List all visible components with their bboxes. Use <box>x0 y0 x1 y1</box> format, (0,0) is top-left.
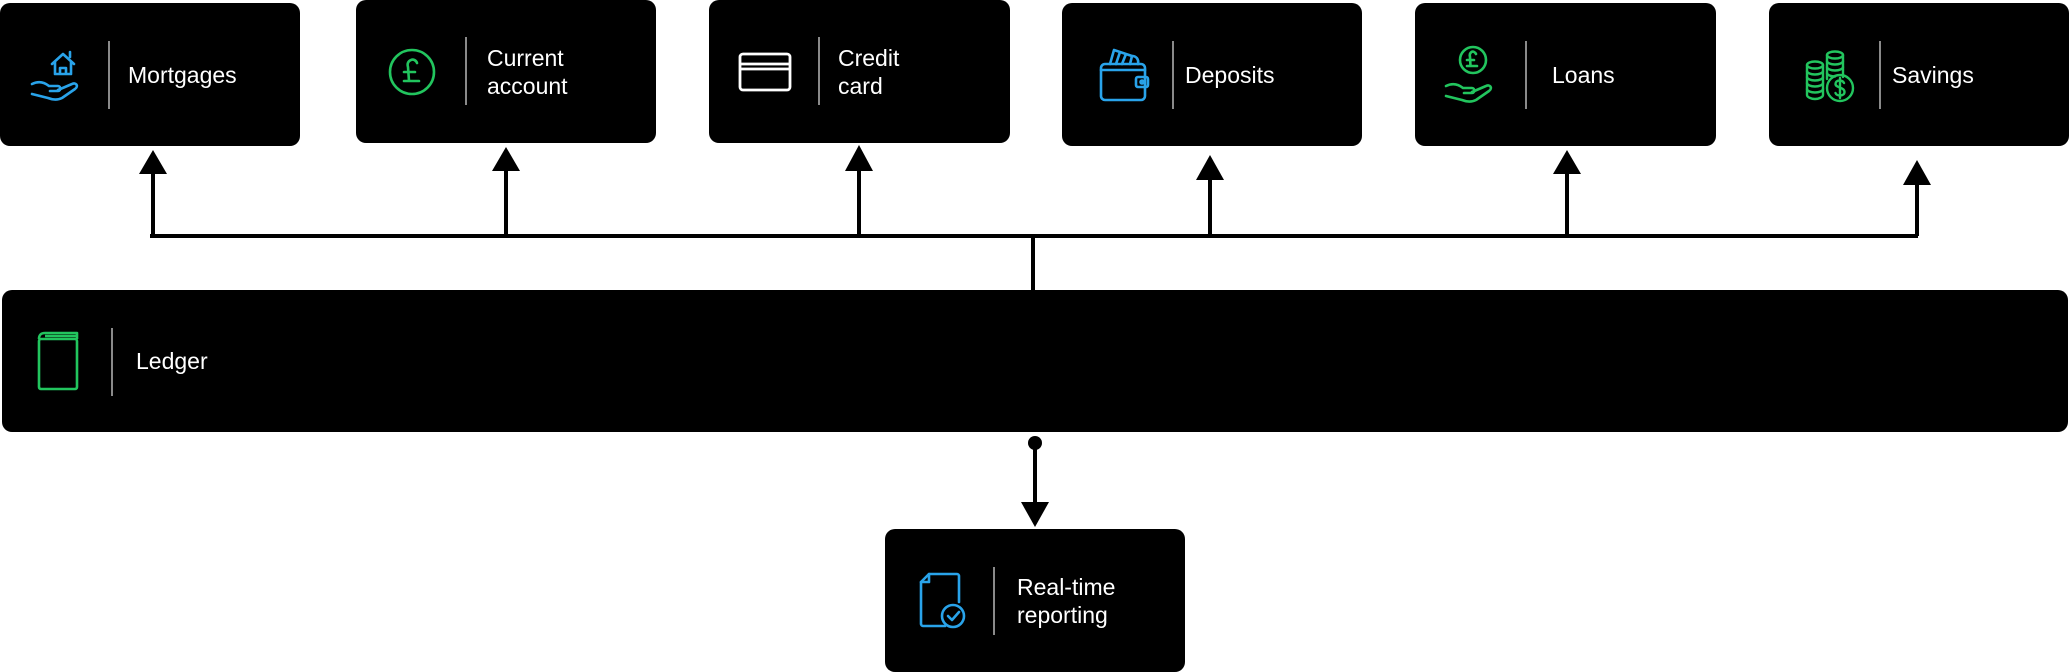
document-check-icon <box>919 572 967 630</box>
credit-card-card: Credit card <box>709 0 1010 143</box>
coin-stacks-icon <box>1805 47 1857 103</box>
current-account-card: Current account <box>356 0 656 143</box>
reporting-label: Real-time reporting <box>1017 573 1116 628</box>
book-icon <box>37 331 81 391</box>
deposits-arrowhead <box>1196 155 1224 180</box>
credit-card-icon <box>738 50 792 94</box>
deposits-label: Deposits <box>1185 61 1275 88</box>
mortgages-label: Mortgages <box>128 61 237 88</box>
card-divider <box>1525 41 1527 109</box>
credit-card-label: Credit card <box>838 44 900 99</box>
reporting-card: Real-time reporting <box>885 529 1185 672</box>
current-account-arrowhead <box>492 147 520 171</box>
house-in-hand-icon <box>28 44 90 106</box>
mortgages-arrowhead <box>139 150 167 174</box>
card-divider <box>108 41 110 109</box>
card-divider <box>993 567 995 635</box>
card-divider <box>1879 41 1881 109</box>
credit-card-arrowhead <box>845 145 873 171</box>
card-divider <box>111 328 113 396</box>
reporting-connector-dot <box>1028 436 1042 450</box>
ledger-card: Ledger <box>2 290 2068 432</box>
loans-label: Loans <box>1552 61 1615 88</box>
pound-in-hand-icon <box>1442 44 1504 106</box>
savings-card: Savings <box>1769 3 2069 146</box>
card-divider <box>1172 41 1174 109</box>
loans-card: Loans <box>1415 3 1716 146</box>
card-divider <box>818 37 820 105</box>
savings-arrowhead <box>1903 160 1931 185</box>
savings-label: Savings <box>1892 61 1974 88</box>
reporting-arrowhead <box>1021 502 1049 527</box>
pound-coin-icon <box>387 47 437 97</box>
ledger-label: Ledger <box>136 348 208 374</box>
deposits-card: Deposits <box>1062 3 1362 146</box>
wallet-icon <box>1098 46 1152 104</box>
mortgages-card: Mortgages <box>0 3 300 146</box>
current-account-label: Current account <box>487 44 568 99</box>
loans-arrowhead <box>1553 150 1581 174</box>
card-divider <box>465 37 467 105</box>
